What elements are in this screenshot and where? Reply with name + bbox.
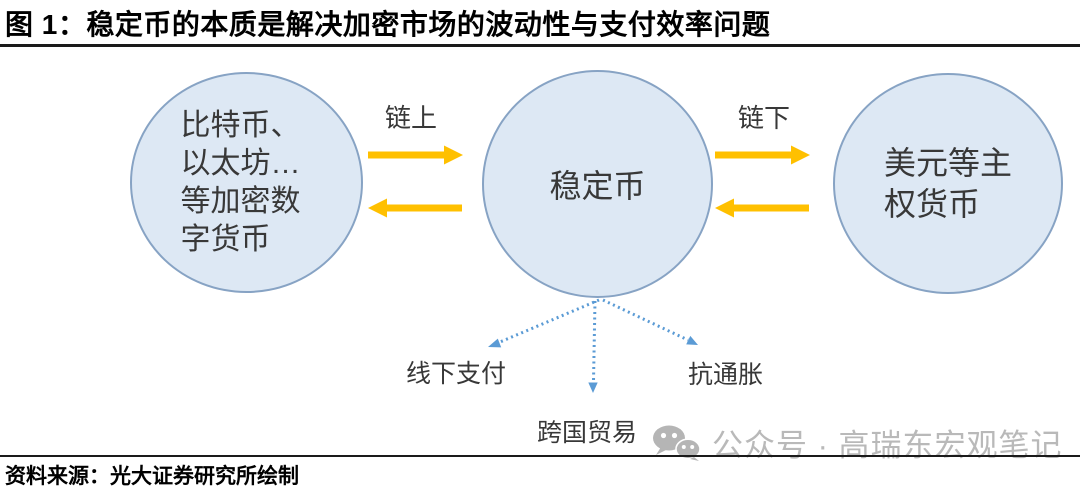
node-fiat: 美元等主 权货币 xyxy=(833,73,1063,294)
arrow-stablecoin-to-crypto xyxy=(368,198,462,218)
dotted-arrow-cross-border-trade xyxy=(588,300,598,393)
source-note: 资料来源：光大证券研究所绘制 xyxy=(5,465,299,487)
title-divider xyxy=(0,44,1080,47)
arrow-crypto-to-stablecoin xyxy=(368,145,463,165)
node-crypto-label: 比特币、 以太坊… 等加密数 字货币 xyxy=(180,108,301,256)
application-anti-inflation: 抗通胀 xyxy=(688,361,764,389)
watermark-text: 公众号 · 高瑞东宏观笔记 xyxy=(712,428,1063,463)
dotted-arrow-anti-inflation xyxy=(602,298,698,345)
figure-title: 图 1：稳定币的本质是解决加密市场的波动性与支付效率问题 xyxy=(5,9,771,40)
footer-divider xyxy=(0,455,1080,457)
dotted-arrow-offline-payment xyxy=(488,298,600,348)
node-fiat-label: 美元等主 权货币 xyxy=(883,144,1012,222)
arrow-fiat-to-stablecoin xyxy=(715,198,809,218)
application-offline-payment: 线下支付 xyxy=(406,360,507,388)
offchain-label: 链下 xyxy=(738,103,791,133)
node-stablecoin: 稳定币 xyxy=(482,70,713,298)
watermark: 公众号 · 高瑞东宏观笔记 xyxy=(652,420,1063,465)
application-cross-border-trade: 跨国贸易 xyxy=(537,419,638,447)
wechat-icon xyxy=(653,425,701,461)
arrow-stablecoin-to-fiat xyxy=(715,145,810,165)
node-crypto: 比特币、 以太坊… 等加密数 字货币 xyxy=(130,72,363,293)
node-stablecoin-label: 稳定币 xyxy=(549,168,646,204)
onchain-label: 链上 xyxy=(385,103,438,133)
